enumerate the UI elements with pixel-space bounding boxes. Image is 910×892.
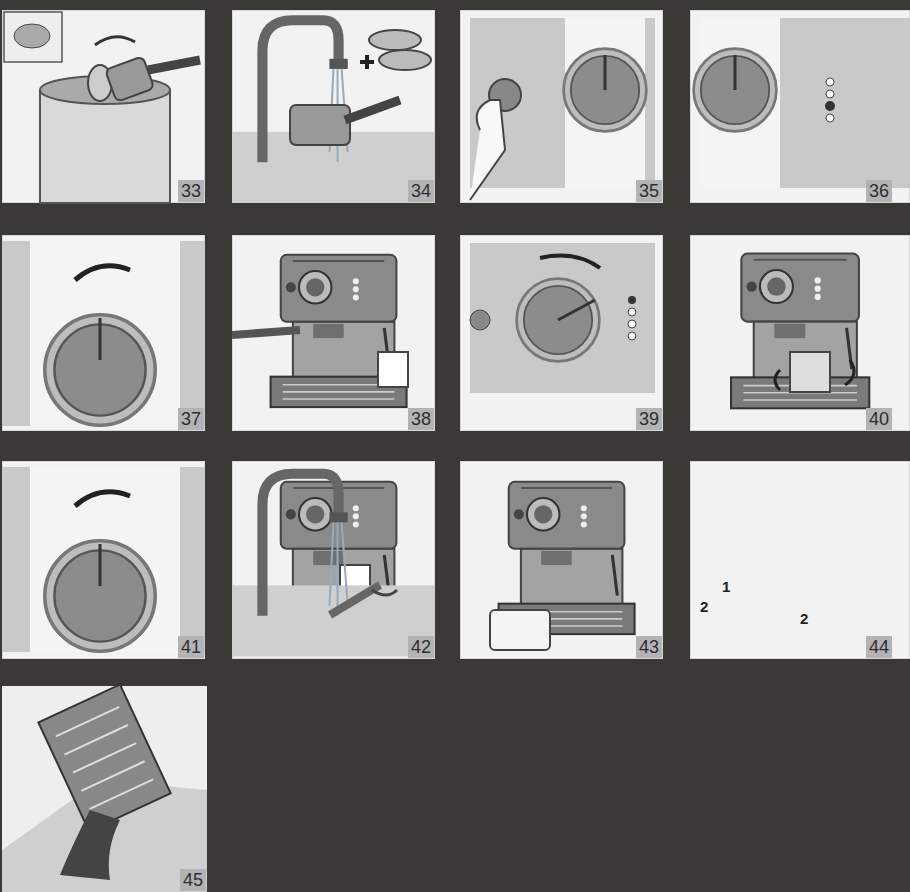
callout-number: 34 xyxy=(408,180,434,202)
step-panel: 42 xyxy=(232,461,435,659)
step-panel: 41 xyxy=(2,461,205,659)
step-panel: 44 xyxy=(690,461,910,659)
step-panel: 40 xyxy=(690,235,910,431)
callout-number: 44 xyxy=(866,636,892,658)
step-panel: 37 xyxy=(2,235,205,431)
step-panel: 43 xyxy=(460,461,663,659)
step-panel: 38 xyxy=(232,235,435,431)
callout-number: 38 xyxy=(408,408,434,430)
step-panel: 45 xyxy=(2,686,207,892)
callout-number: 42 xyxy=(408,636,434,658)
step-panel: 36 xyxy=(690,10,910,203)
step-panel: 35 xyxy=(460,10,663,203)
callout-number: 36 xyxy=(866,180,892,202)
callout-number: 41 xyxy=(178,636,204,658)
callout-number: 45 xyxy=(180,869,206,891)
step-number: 1 xyxy=(722,578,730,595)
callout-number: 33 xyxy=(178,180,204,202)
callout-number: 40 xyxy=(866,408,892,430)
step-panel: 39 xyxy=(460,235,663,431)
callout-number: 43 xyxy=(636,636,662,658)
step-panel: 33 xyxy=(2,10,205,203)
step-number: 2 xyxy=(700,598,708,615)
callout-number: 37 xyxy=(178,408,204,430)
step-panel: 34 xyxy=(232,10,435,203)
step-number: 2 xyxy=(800,610,808,627)
callout-number: 35 xyxy=(636,180,662,202)
callout-number: 39 xyxy=(636,408,662,430)
